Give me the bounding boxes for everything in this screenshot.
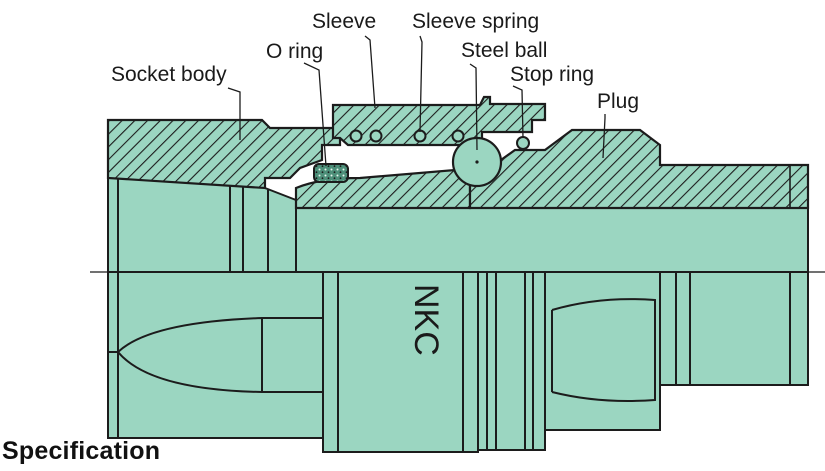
section-heading: Specification [2, 437, 161, 465]
stop-ring [516, 136, 530, 150]
socket-body-leader [227, 87, 241, 140]
coupling-exterior-view: NKC [107, 271, 809, 453]
o-ring [313, 163, 349, 183]
label-socket-body: Socket body [111, 63, 227, 86]
plug-section [468, 128, 810, 210]
socket-body-section [106, 118, 342, 190]
sleeve-section [331, 95, 547, 147]
plug-tail-exterior [659, 271, 809, 386]
label-stop-ring: Stop ring [510, 63, 594, 86]
label-steel-ball: Steel ball [461, 39, 547, 62]
sleeve-exterior [322, 271, 479, 453]
plug-leader [602, 114, 606, 159]
sleeve-leader [364, 35, 376, 109]
nkc-engraving: NKC [407, 284, 445, 356]
label-sleeve-spring: Sleeve spring [412, 10, 539, 33]
sleeve-groove-exterior [477, 271, 546, 451]
sleeve-spring [349, 129, 465, 143]
label-o-ring: O ring [266, 40, 323, 63]
stop-ring-leader [512, 85, 524, 139]
plug-bore [295, 207, 809, 273]
plug-hex-exterior [544, 271, 661, 431]
label-plug: Plug [597, 90, 639, 113]
label-sleeve: Sleeve [312, 10, 376, 33]
callouts [227, 35, 606, 167]
sleeve-spring-leader [419, 35, 423, 133]
socket-body-hex-exterior [107, 271, 324, 439]
o-ring-leader [303, 62, 327, 167]
steel-ball-leader [469, 63, 478, 151]
